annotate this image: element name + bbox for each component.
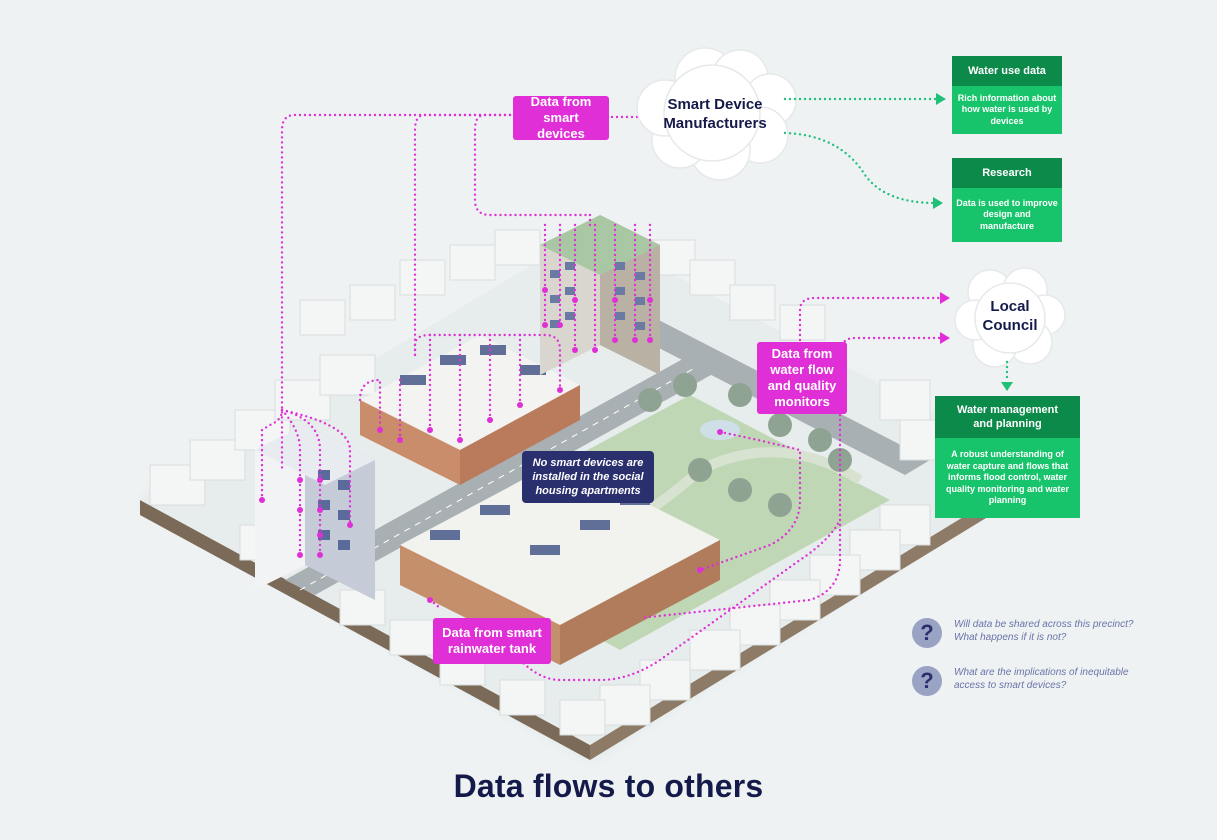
green-flow-lines: [783, 97, 1009, 384]
label-no-smart-devices: No smart devices are installed in the so…: [522, 451, 654, 503]
label-data-from-rainwater-tank: Data from smart rainwater tank: [433, 618, 551, 664]
cloud-text-local-council: Local Council: [982, 298, 1038, 334]
smart-device-flow-lines: [260, 113, 652, 557]
question-text: What are the implications of inequitable…: [954, 667, 1129, 691]
council-cloud: [954, 267, 1066, 368]
output-title: Water management and planning: [935, 396, 1080, 438]
flow-arrowheads-green: [933, 93, 1013, 391]
base-edge-left: [140, 500, 590, 760]
page-title: Data flows to others: [453, 768, 764, 804]
rainwater-flow-lines: [428, 518, 842, 682]
output-box-water-management: Water management and planning A robust u…: [935, 396, 1080, 518]
road-main: [285, 355, 720, 595]
output-box-research: Research Data is used to improve design …: [952, 158, 1062, 242]
output-body: A robust understanding of water capture …: [935, 438, 1080, 518]
output-body: Data is used to improve design and manuf…: [952, 188, 1062, 242]
question-text: Will data be shared across this precinct…: [954, 619, 1134, 643]
sensor-dots: [259, 287, 723, 603]
townhouses-row: [360, 335, 580, 485]
output-body: Rich information about how water is used…: [952, 86, 1062, 134]
question-icon: ?: [912, 618, 942, 648]
question-icon: ?: [912, 666, 942, 696]
surrounding-buildings: [149, 229, 951, 736]
question-item: ? What are the implications of inequitab…: [912, 666, 1144, 696]
label-data-from-water-monitors: Data from water flow and quality monitor…: [757, 342, 847, 414]
label-data-from-smart-devices: Data from smart devices: [513, 94, 609, 141]
manufacturers-cloud: [636, 47, 797, 181]
output-title: Research: [952, 158, 1062, 188]
question-item: ? Will data be shared across this precin…: [912, 618, 1144, 648]
output-box-water-use-data: Water use data Rich information about ho…: [952, 56, 1062, 134]
cloud-text-manufacturers: Smart Device Manufacturers: [663, 96, 767, 132]
output-title: Water use data: [952, 56, 1062, 86]
